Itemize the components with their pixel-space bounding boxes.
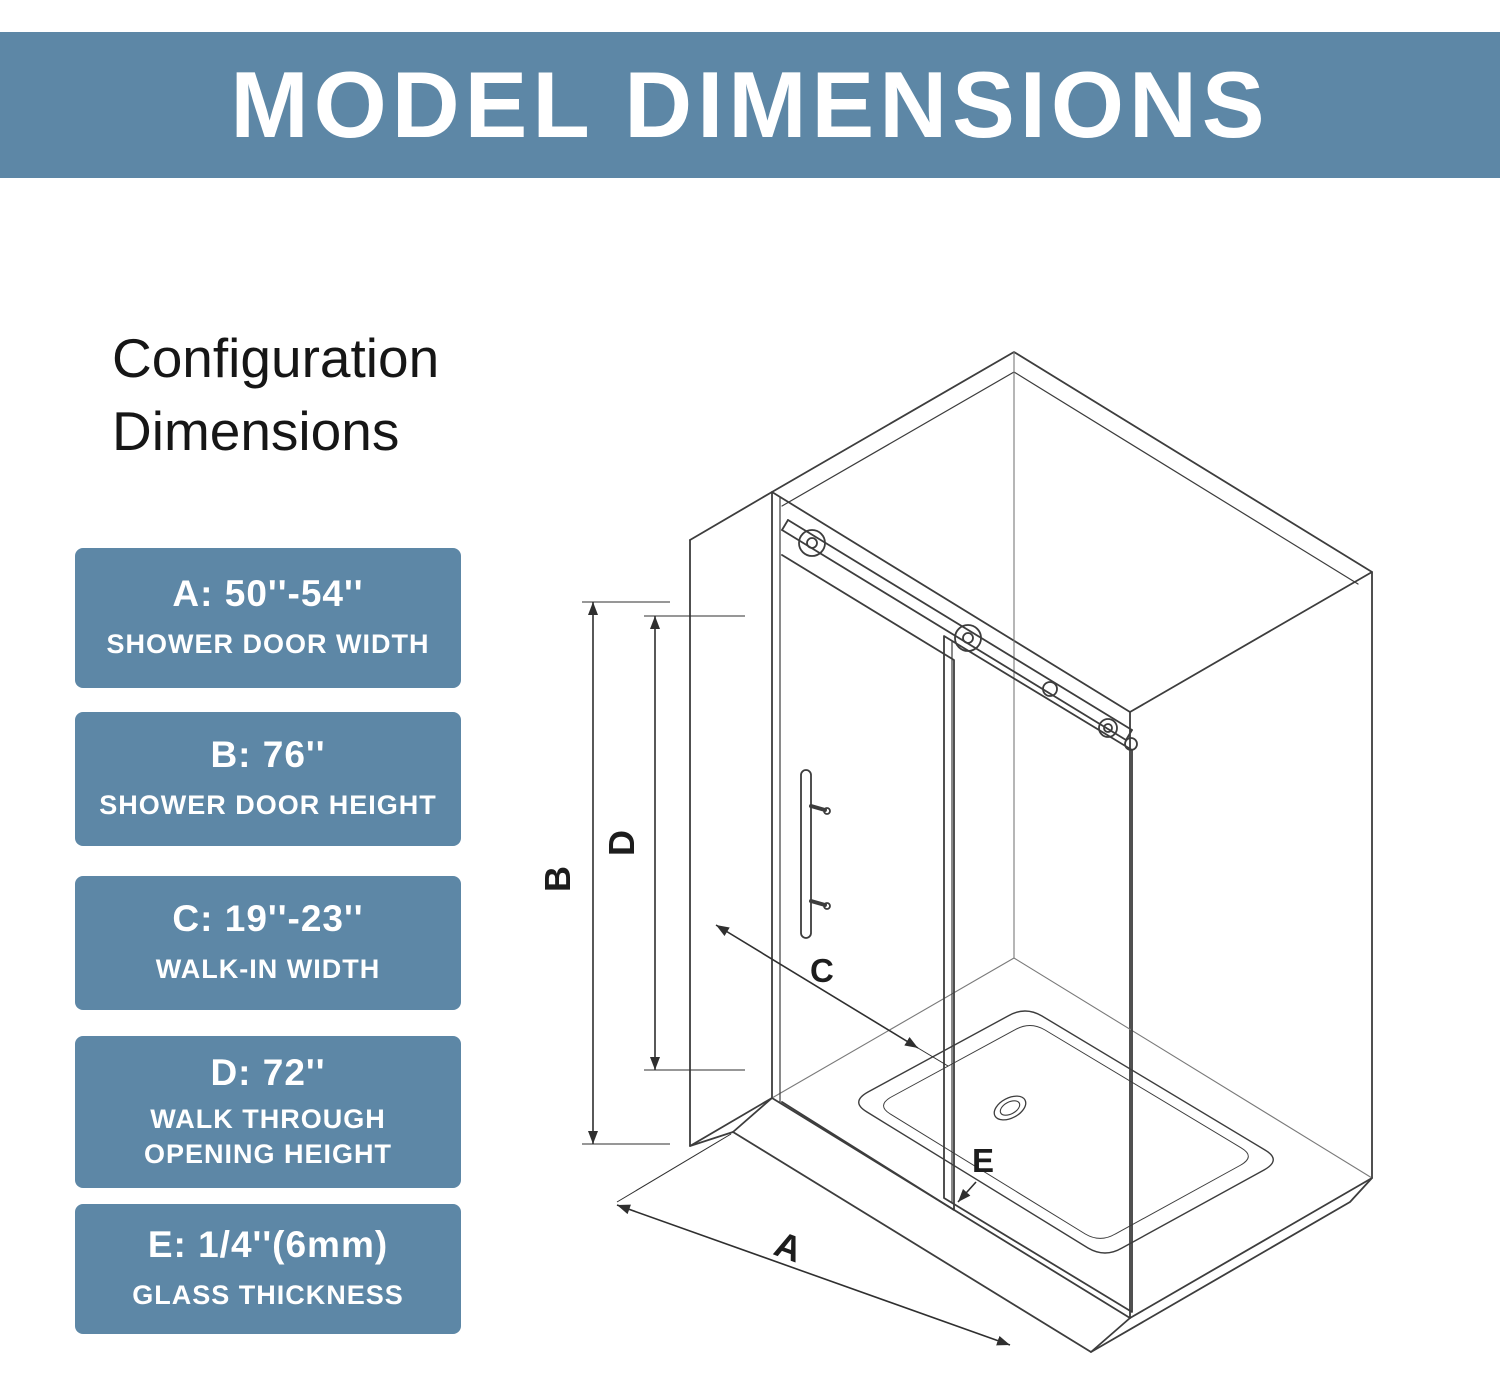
dim-label-c: C <box>810 952 834 989</box>
card-title: C: 19''-23'' <box>172 898 364 940</box>
card-title: A: 50''-54'' <box>172 573 364 615</box>
drain-icon <box>993 1095 1027 1121</box>
card-title: E: 1/4''(6mm) <box>147 1224 389 1266</box>
dimension-card-b: B: 76'' SHOWER DOOR HEIGHT <box>75 712 461 846</box>
card-title: D: 72'' <box>210 1051 326 1093</box>
dim-label-d: D <box>601 830 642 856</box>
base-tray <box>858 1010 1274 1254</box>
interior-edges <box>771 351 1373 1179</box>
dim-label-b: B <box>537 866 578 892</box>
door-handle <box>800 769 831 939</box>
fixed-glass-panel <box>781 554 955 1211</box>
enclosure-outline <box>771 351 1373 1319</box>
left-wall <box>689 491 781 1147</box>
card-subtitle: WALK THROUGH OPENING HEIGHT <box>143 1103 393 1169</box>
dimension-card-d: D: 72'' WALK THROUGH OPENING HEIGHT <box>75 1036 461 1188</box>
dimension-arrow-e <box>957 1181 977 1203</box>
dimension-card-a: A: 50''-54'' SHOWER DOOR WIDTH <box>75 548 461 688</box>
roller-icons <box>798 529 1138 751</box>
section-heading-line2: Dimensions <box>112 399 400 462</box>
dimension-card-c: C: 19''-23'' WALK-IN WIDTH <box>75 876 461 1010</box>
dim-label-a: A <box>769 1223 807 1270</box>
dimension-line-a <box>616 1133 1011 1346</box>
section-heading: Configuration Dimensions <box>112 322 439 467</box>
dimension-card-e: E: 1/4''(6mm) GLASS THICKNESS <box>75 1204 461 1334</box>
page-title: MODEL DIMENSIONS <box>230 52 1270 157</box>
sliding-glass-panel <box>943 635 1133 1313</box>
dimension-line-b <box>582 601 670 1145</box>
dim-label-e: E <box>972 1142 994 1179</box>
card-subtitle: WALK-IN WIDTH <box>155 954 381 985</box>
shower-base <box>689 1097 1373 1353</box>
card-subtitle: SHOWER DOOR WIDTH <box>106 629 430 660</box>
dimension-line-d <box>644 615 745 1071</box>
shower-door-isometric-diagram: B D C E A <box>537 351 1373 1353</box>
card-subtitle: GLASS THICKNESS <box>132 1280 404 1311</box>
dimension-line-c <box>715 924 949 1067</box>
top-track <box>781 519 1133 741</box>
section-heading-line1: Configuration <box>112 327 440 389</box>
header-banner: MODEL DIMENSIONS <box>0 32 1500 178</box>
card-subtitle: SHOWER DOOR HEIGHT <box>99 790 437 821</box>
card-title: B: 76'' <box>210 734 326 776</box>
